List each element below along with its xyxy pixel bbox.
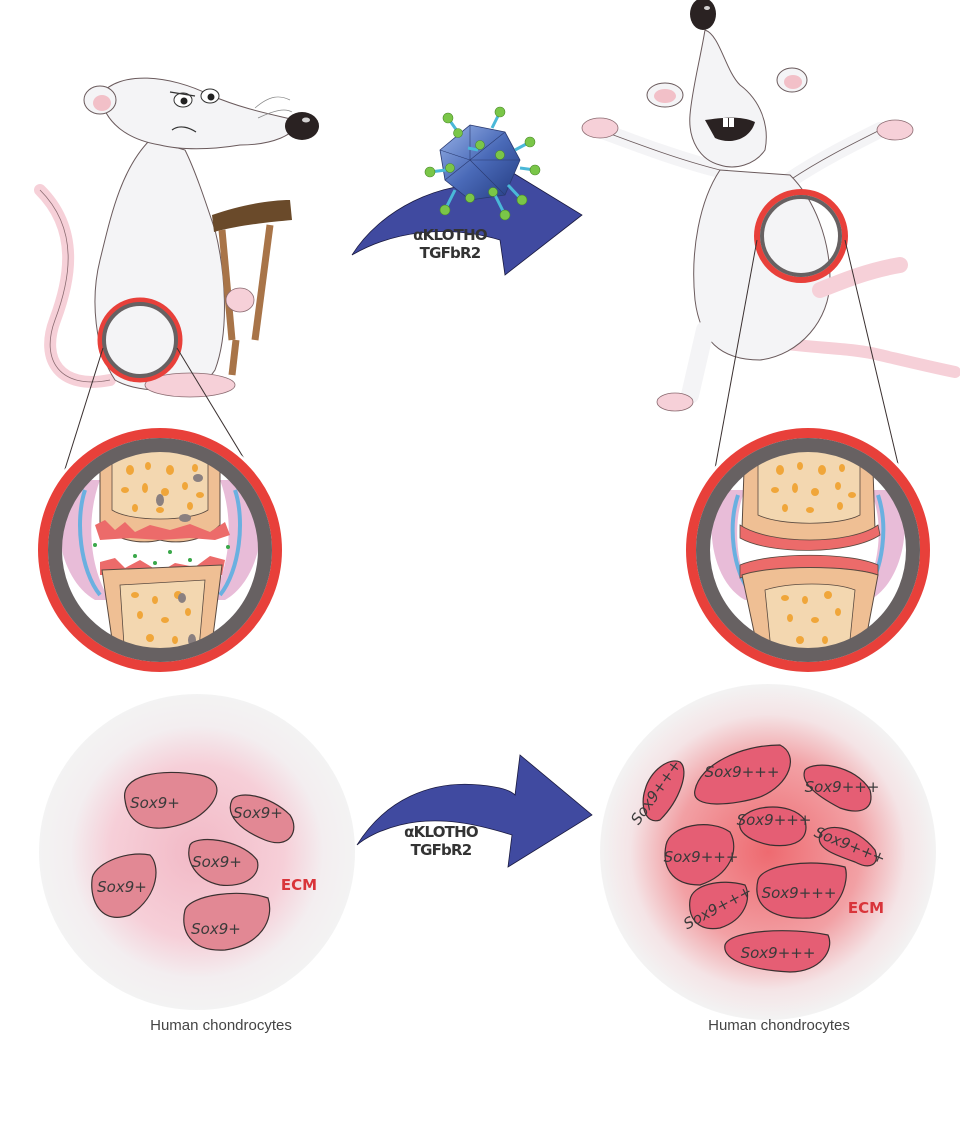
chondrocyte-cell (756, 862, 847, 919)
cell-label: Sox9+ (233, 804, 283, 822)
cell-label: Sox9+++ (737, 811, 812, 829)
cell-label: Sox9+ (192, 853, 242, 871)
chondrocyte-cell (739, 806, 807, 847)
cell-label: Sox9+++ (805, 778, 880, 796)
cell-label: Sox9+ (97, 878, 147, 896)
treatment-arrow-top: αKLOTHO TGFbR2 (351, 106, 583, 276)
healthy-rat-illustration (581, 0, 960, 486)
marrow-dots-right (771, 462, 856, 644)
zoom-ring-large (686, 428, 930, 672)
crutch (212, 200, 292, 376)
chondrocyte-cell (91, 853, 157, 918)
chondrocyte-culture-untreated: Sox9+ Sox9+ Sox9+ Sox9+ Sox9+ ECM (39, 694, 355, 1010)
healthy-joint (683, 425, 933, 675)
zoom-ring-large (38, 428, 282, 672)
chondrocyte-cell (724, 930, 831, 973)
rat-head (689, 29, 767, 168)
zoom-ring-small (754, 189, 848, 283)
zoom-ring-small (97, 297, 183, 383)
degraded-joint (35, 425, 285, 675)
caption-right: Human chondrocytes (708, 1017, 850, 1034)
ecm-label: ECM (848, 899, 884, 917)
cell-label: Sox9+++ (762, 884, 837, 902)
chondrocyte-cell (803, 764, 872, 812)
chondrocyte-cell (183, 892, 271, 951)
treatment-arrow-bottom: αKLOTHO TGFbR2 (356, 754, 593, 868)
arrow-label-tgfbr2: TGFbR2 (420, 244, 481, 262)
caption-left: Human chondrocytes (150, 1017, 292, 1034)
chondrocyte-cell (689, 881, 749, 930)
viral-vector-icon (424, 106, 541, 221)
rat-nose (285, 112, 319, 140)
rat-body (94, 139, 225, 391)
chondrocyte-cell (642, 760, 685, 822)
chondrocyte-culture-treated: Sox9+++ Sox9+++ Sox9+++ Sox9+++ Sox9+++ … (600, 684, 936, 1020)
rat-nose (690, 0, 716, 30)
cell-label: Sox9+ (130, 794, 180, 812)
sick-rat-illustration (34, 77, 319, 486)
arrow-label-tgfbr2: TGFbR2 (411, 841, 472, 859)
ecm-label: ECM (281, 876, 317, 894)
chondrocyte-cell (229, 794, 295, 844)
chondrocyte-cell (664, 824, 735, 886)
cell-label: Sox9+ (191, 920, 241, 938)
rat-smile (705, 117, 755, 142)
cell-label: Sox9+++ (705, 763, 780, 781)
cell-label: Sox9+++ (664, 848, 739, 866)
arrow-label-klotho: αKLOTHO (413, 226, 487, 244)
rat-head (99, 77, 296, 150)
rat-body (693, 169, 831, 361)
cell-label: Sox9+++ (741, 944, 816, 962)
chondrocyte-cell (818, 826, 877, 867)
chondrocyte-cell (188, 839, 259, 887)
chondrocyte-cell (124, 771, 218, 829)
chondrocyte-cell (694, 744, 791, 805)
arrow-label-klotho: αKLOTHO (404, 823, 478, 841)
